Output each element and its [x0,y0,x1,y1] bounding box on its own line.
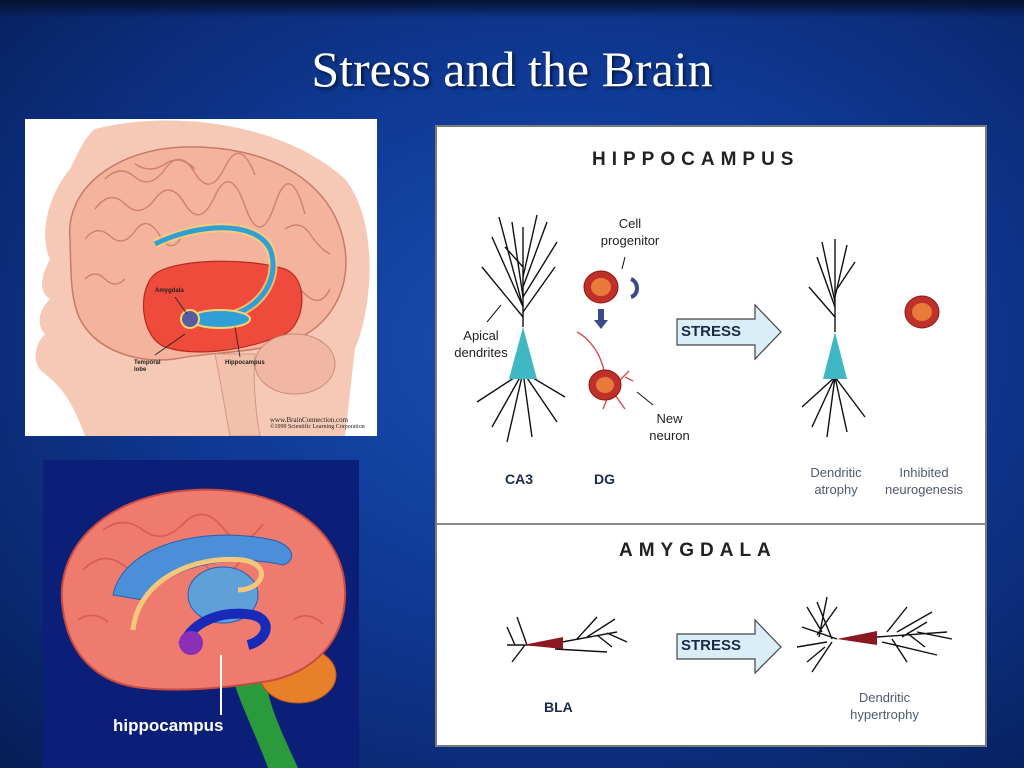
stress-diagram: HIPPOCAMPUS [435,125,987,747]
hypertrophied-soma [837,631,877,645]
label-hippocampus: Hippocampus [225,360,265,366]
brainstem-3d [233,675,298,768]
cerebellum [254,333,336,395]
label-stress-amygdala: STRESS [681,637,742,654]
brain-3d-image [43,460,359,768]
label-dendritic-hypertrophy: Dendritic hypertrophy [850,690,919,722]
image-credit: www.BrainConnection.com ©1999 Scientific… [270,416,365,431]
label-ca3: CA3 [505,471,534,487]
brainstem [214,353,261,436]
label-cell-progenitor: Cell progenitor [600,216,660,248]
down-arrow [594,320,608,329]
hippocampus-3d [178,608,271,650]
bla-soma [523,637,563,649]
atrophied-soma [823,332,847,379]
cell-cycle-arrow [630,277,639,299]
label-dendritic-atrophy: Dendritic atrophy [810,465,862,497]
temporal-lobe-highlight [142,260,303,353]
label-temporal-lobe: Temporal lobe [134,360,161,373]
hippocampus-heading: HIPPOCAMPUS [592,149,800,170]
amygdala-shape [180,309,200,329]
label-inhibited-neurogenesis: Inhibited neurogenesis [884,465,964,497]
section-divider [437,523,985,525]
top-band [0,0,1024,18]
slide-title: Stress and the Brain [311,41,713,97]
amygdala-heading: AMYGDALA [619,540,777,561]
label-bla: BLA [544,699,573,715]
brain-connection-image [25,119,377,436]
bla-neuron [506,616,628,663]
label-new-neuron: New neuron [649,411,690,443]
label-amygdala: Amygdala [155,288,184,294]
label-apical-dendrites: Apical dendrites [454,328,508,360]
fornix [130,556,264,631]
ca3-neuron [476,214,566,443]
amygdala-3d [179,631,203,655]
stress-arrow-amygdala [676,618,782,675]
stress-arrow-hippocampus [676,303,782,361]
label-dg: DG [594,471,615,487]
label-hippocampus-3d: hippocampus [113,716,224,735]
hypertrophied-neuron [796,596,953,673]
label-stress-hippocampus: STRESS [681,323,742,340]
ca3-soma [509,327,537,379]
atrophied-neuron [801,239,866,438]
